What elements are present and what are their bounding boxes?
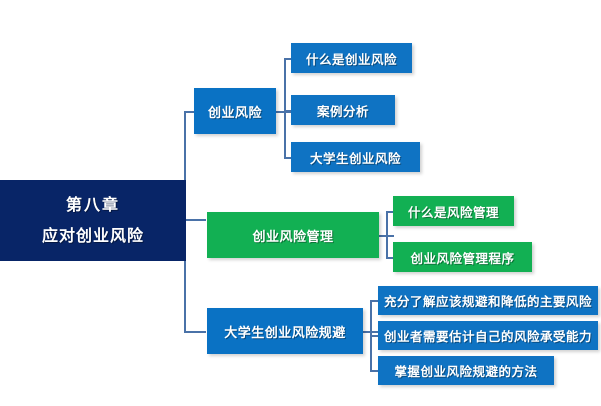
leaf-node-3-3-label: 掌握创业风险规避的方法 [394,364,538,379]
connector-branch-1-leaf-1 [284,58,296,60]
branch-node-3[interactable]: 大学生创业风险规避 [207,308,363,354]
branch-node-2-label: 创业风险管理 [252,229,334,245]
leaf-node-2-1-label: 什么是风险管理 [407,204,499,220]
leaf-node-1-3[interactable]: 大学生创业风险 [291,142,420,172]
connector-branch-1-leaf-2 [284,110,296,112]
connector-branch-1-spine [284,58,286,158]
connector-branch-2-leaf-1 [386,211,398,213]
root-title-line1: 第八章 [65,195,120,215]
leaf-node-2-1[interactable]: 什么是风险管理 [393,196,514,226]
leaf-node-1-3-label: 大学生创业风险 [309,150,401,166]
branch-node-1-label: 创业风险 [207,105,262,121]
connector-branch-2-spine [386,211,388,259]
branch-node-2[interactable]: 创业风险管理 [207,212,379,258]
connector-branch-3-leaf-3 [370,370,382,372]
connector-branch-3-leaf-1 [370,300,382,302]
connector-branch-3-leaf-2 [370,335,382,337]
connector-root-to-branch-3 [184,331,206,333]
root-node[interactable]: 第八章 应对创业风险 [0,180,186,261]
root-title-line2: 应对创业风险 [41,225,144,245]
branch-node-1[interactable]: 创业风险 [194,88,276,134]
leaf-node-3-2-label: 创业者需要估计自己的风险承受能力 [383,329,592,344]
leaf-node-3-2[interactable]: 创业者需要估计自己的风险承受能力 [378,321,598,350]
leaf-node-2-2-label: 创业风险管理程序 [410,250,515,266]
leaf-node-2-2[interactable]: 创业风险管理程序 [393,242,532,272]
leaf-node-1-2[interactable]: 案例分析 [291,95,395,125]
leaf-node-1-1-label: 什么是创业风险 [305,51,397,67]
connector-branch-1-leaf-3 [284,157,296,159]
leaf-node-3-1[interactable]: 充分了解应该规避和降低的主要风险 [378,286,598,315]
leaf-node-1-1[interactable]: 什么是创业风险 [291,43,412,73]
connector-root-stub [184,219,206,221]
branch-node-3-label: 大学生创业风险规避 [224,325,346,341]
connector-branch-2-leaf-2 [386,257,398,259]
leaf-node-3-1-label: 充分了解应该规避和降低的主要风险 [383,294,592,309]
leaf-node-1-2-label: 案例分析 [316,103,369,119]
leaf-node-3-3[interactable]: 掌握创业风险规避的方法 [378,356,554,385]
